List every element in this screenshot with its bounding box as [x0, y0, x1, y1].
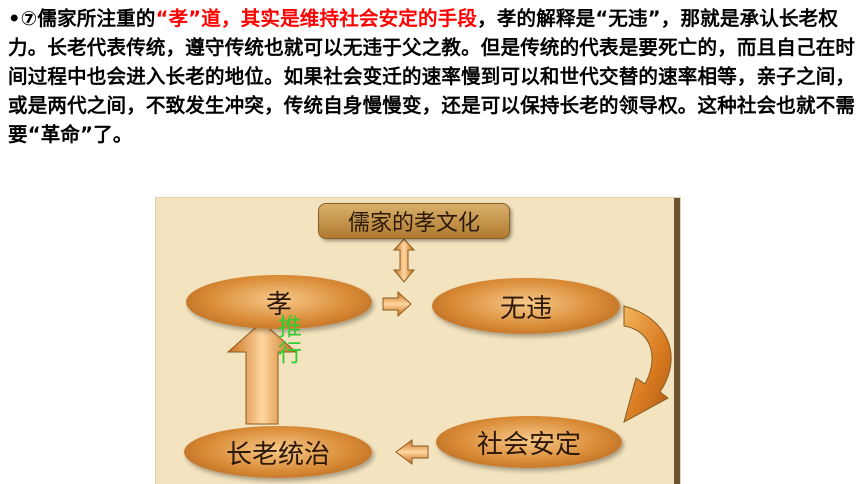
paragraph-rest: ，孝的解释是“无违”，那就是承认长老权力。长老代表传统，遵守传统也就可以无违于父…: [8, 7, 856, 146]
node-wuwei: 无违: [432, 278, 620, 334]
node-xiao: 孝: [186, 275, 372, 329]
arrow-xiao-to-wuwei: [382, 290, 412, 318]
arrow-up-zhanglao-to-xiao: [226, 321, 298, 425]
arrow-shehui-to-zhanglao: [395, 439, 429, 465]
node-shehui-anding: 社会安定: [436, 416, 622, 468]
paragraph-highlight: “孝”道，其实是维持社会安定的手段: [155, 7, 478, 30]
arrow-label-tuixing: 推行: [278, 313, 302, 367]
body-paragraph: •⑦儒家所注重的“孝”道，其实是维持社会安定的手段，孝的解释是“无违”，那就是承…: [8, 4, 856, 149]
node-zhanglao-tongzhi: 长老统治: [184, 426, 372, 478]
diagram-panel-edge: [674, 198, 680, 484]
top-box-confucian-filial-culture: 儒家的孝文化: [318, 203, 510, 239]
paragraph-prefix: •⑦儒家所注重的: [8, 7, 156, 30]
double-arrow-vertical: [392, 238, 416, 283]
arrow-curved-wuwei-to-shehui: [623, 305, 672, 424]
